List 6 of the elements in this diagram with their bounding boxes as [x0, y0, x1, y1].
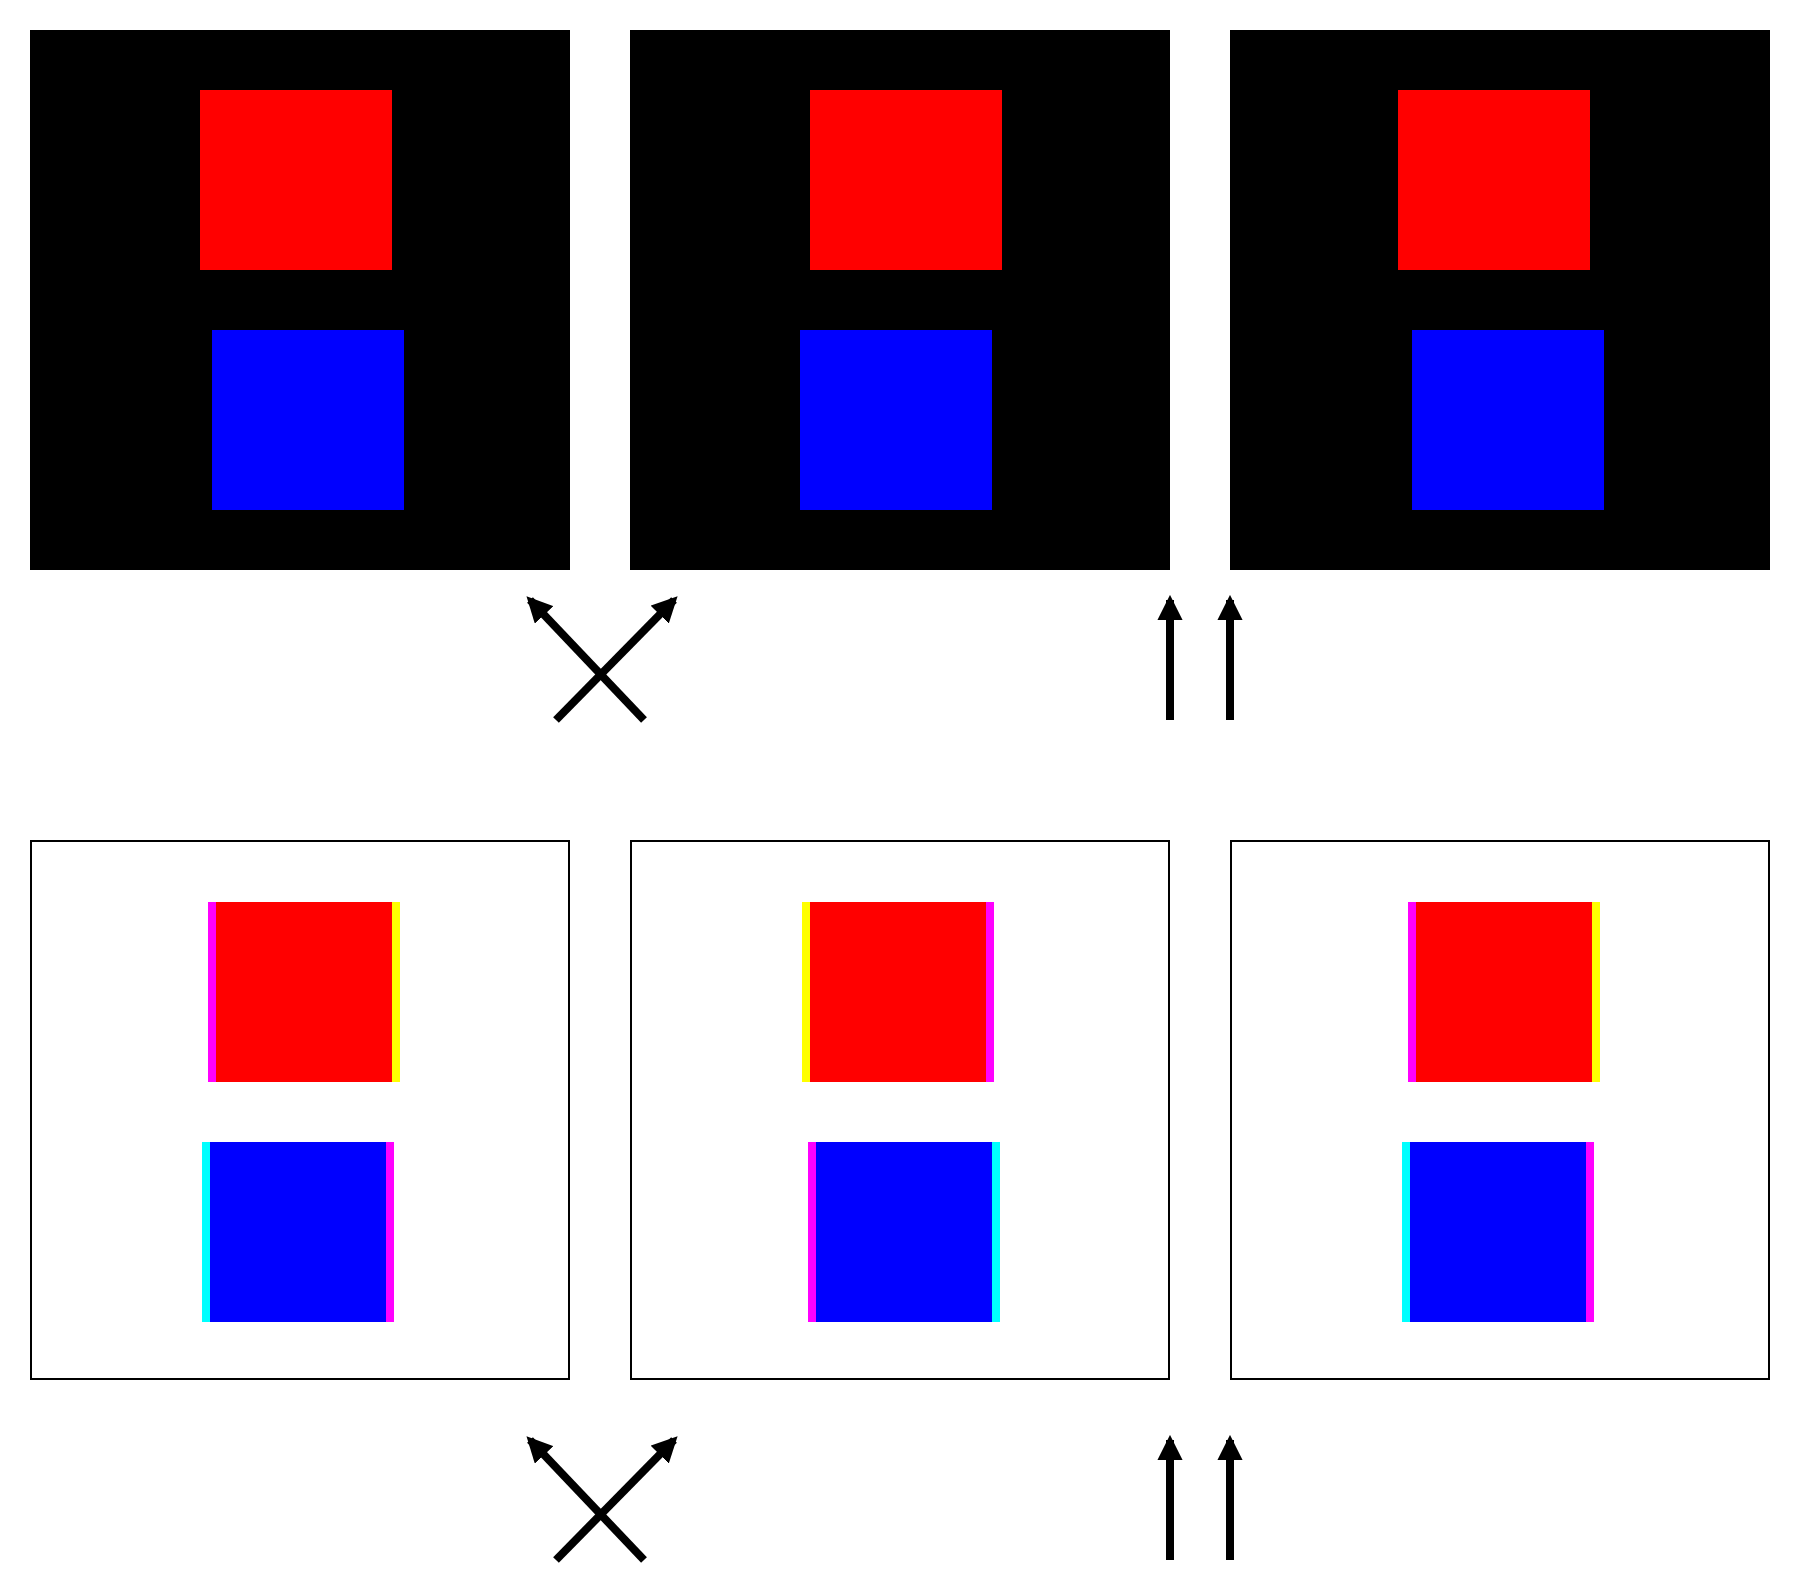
square-pair-drawing: [630, 30, 1170, 570]
square-pair-drawing: [1230, 30, 1770, 570]
square-pair-drawing: [30, 840, 570, 1380]
square-pair-drawing: [30, 30, 570, 570]
square-pair-drawing: [630, 840, 1170, 1380]
square-pair-drawing: [1230, 840, 1770, 1380]
